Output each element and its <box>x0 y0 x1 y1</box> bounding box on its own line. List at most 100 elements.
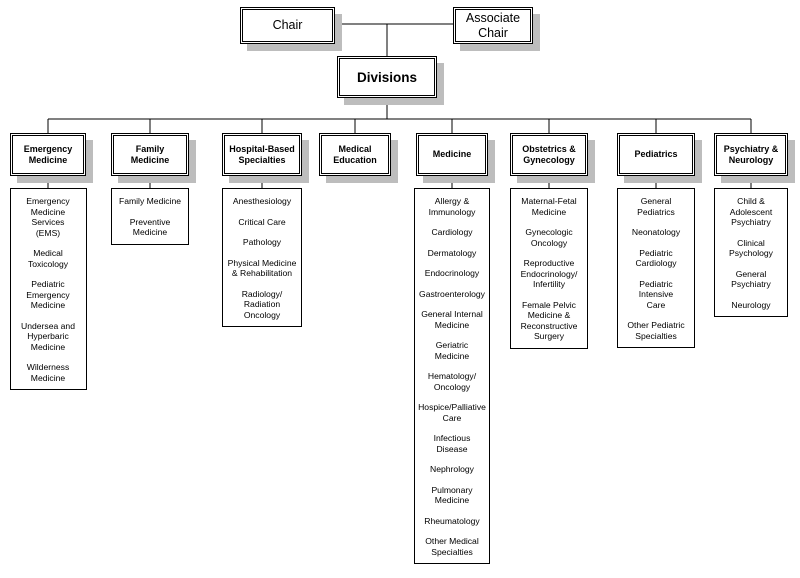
sublist-item-line: Other Medical <box>425 536 479 546</box>
sublist-item-line: Gastroenterology <box>419 288 485 299</box>
sublist-item: General Psychiatry <box>718 269 784 290</box>
sublist-item: Dermatology <box>418 248 486 259</box>
sublist-item-line: Reconstructive <box>520 320 578 331</box>
sublist-item-line: Physical Medicine <box>227 257 297 268</box>
sublist-item-line: Infectious Disease <box>433 433 471 454</box>
sublist-item-line: Allergy & <box>434 196 470 206</box>
chair-box: Chair <box>240 7 335 44</box>
category-title-line: Medical <box>338 143 372 154</box>
sublist-item-line: Critical Care <box>238 216 286 227</box>
sublist-item: Geriatric Medicine <box>418 340 486 361</box>
sublist-item-line: Cardiology <box>431 227 473 237</box>
sublist-item: Physical Medicine& Rehabilitation <box>226 258 298 279</box>
sublist-item-line: Geriatric Medicine <box>434 340 470 361</box>
sublist-item: Clinical Psychology <box>718 238 784 259</box>
category-title-line: Education <box>333 154 377 165</box>
sublist-item-line: Care <box>442 412 462 423</box>
category-title-line: Medicine <box>28 154 68 165</box>
sublist-item-line: Surgery <box>533 331 565 341</box>
associate-chair-box: Associate Chair <box>453 7 533 44</box>
sublist-item-line: General Pediatrics <box>637 196 675 217</box>
sublist-item-line: & Rehabilitation <box>231 268 293 278</box>
category-psychiatry-and-neurology: Psychiatry &Neurology <box>714 133 788 176</box>
divisions-box: Divisions <box>337 56 437 98</box>
sublist-item-line: Dermatology <box>427 247 477 258</box>
sublist-item-line: Neonatology <box>631 227 681 237</box>
category-medicine: Medicine <box>416 133 488 176</box>
sublist-item-line: Oncology <box>530 237 568 248</box>
sublist-item-line: Hematology/ <box>427 371 477 381</box>
sublist-item-line: Undersea and <box>21 320 75 331</box>
sublist-item-line: General Psychiatry <box>731 268 771 290</box>
sublist-item-line: Medicine <box>30 341 66 352</box>
category-title-line: Hospital-Based <box>229 143 295 154</box>
chair-label: Chair <box>272 18 303 32</box>
sublist-item: Nephrology <box>418 464 486 475</box>
sublist-item-line: Pediatric Intensive <box>638 278 674 300</box>
category-title-line: Specialties <box>238 154 286 165</box>
sublist-item: Pathology <box>226 237 298 248</box>
sublist-item-line: Medical Toxicology <box>27 248 69 269</box>
divisions-label: Divisions <box>356 69 418 85</box>
category-title-line: Family Medicine <box>130 143 170 165</box>
sublist-item-line: Endocrinology <box>424 268 480 278</box>
sublist-item-line: Reproductive <box>523 258 575 268</box>
sublist-item-line: Gynecologic <box>525 227 573 237</box>
sublist-item-line: Neurology <box>731 299 771 310</box>
sublist-item-line: Wilderness <box>26 362 70 372</box>
sublist-item-line: Radiology/ <box>241 288 283 299</box>
sublist-item-line: Rheumatology <box>424 515 480 526</box>
sublist-item: Anesthesiology <box>226 196 298 207</box>
sublist-item: Gastroenterology <box>418 289 486 300</box>
sublist-item-line: Infertility <box>533 279 565 289</box>
sublist-item-line: Clinical Psychology <box>729 237 773 259</box>
sublist-item-line: Medicine <box>434 319 470 330</box>
sublist-item: General Pediatrics <box>621 196 691 217</box>
sublist-item-line: Medicine <box>30 300 66 310</box>
sublist-item-line: Anesthesiology <box>232 196 292 206</box>
sublist-item-line: Medicine & <box>527 310 571 320</box>
sublist-item: Cardiology <box>418 227 486 238</box>
category-title-line: Psychiatry & <box>723 143 779 154</box>
sublist-item: Infectious Disease <box>418 433 486 454</box>
sublist-item: Hematology/Oncology <box>418 371 486 392</box>
sublist-item: Medical Toxicology <box>14 248 83 269</box>
sublist-item-line: Hyperbaric <box>27 331 69 341</box>
category-obstetrics-and-gynecology: Obstetrics &Gynecology <box>510 133 588 176</box>
category-title-line: Neurology <box>728 154 774 165</box>
sublist-item-line: Endocrinology/ <box>520 268 578 279</box>
associate-chair-label-line-1: Associate <box>465 10 521 25</box>
category-title-line: Obstetrics & <box>522 143 576 154</box>
sublist-item-line: Nephrology <box>430 464 474 474</box>
category-title-line: Medicine <box>432 149 472 159</box>
sublist-item: Endocrinology <box>418 268 486 279</box>
sublist-item-line: Psychiatry <box>731 217 771 227</box>
sublist-item-line: Pediatric <box>31 279 65 289</box>
sublist-item-line: Preventive <box>129 216 171 227</box>
category-title-line: Emergency <box>23 143 73 154</box>
associate-chair-label-line-2: Chair <box>478 25 508 40</box>
sublist-item: Rheumatology <box>418 516 486 527</box>
sublist-item-line: Female Pelvic <box>522 299 576 310</box>
sublist-item-line: Cardiology <box>635 258 677 268</box>
sublist-item-line: Child & Adolescent <box>729 196 773 217</box>
sublist-item-line: Specialties <box>431 546 473 557</box>
sublist-item-line: Care <box>646 299 666 310</box>
sublist-item-line: Pediatric <box>639 247 673 258</box>
